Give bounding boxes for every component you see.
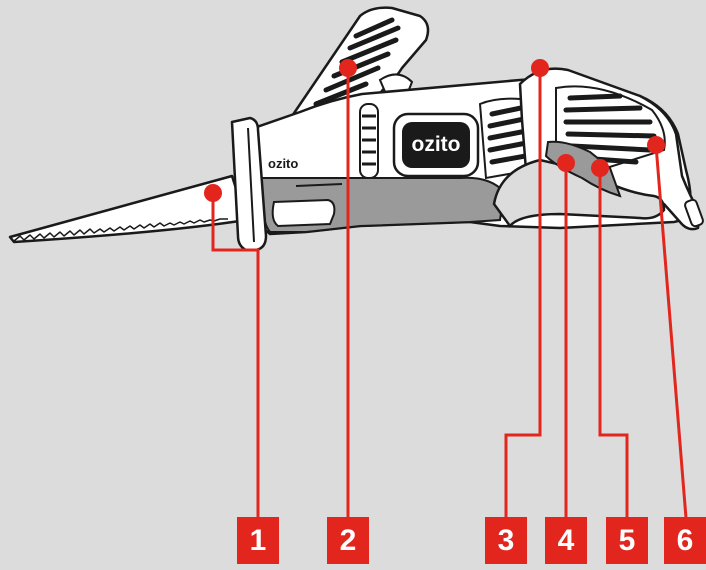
callout-dots	[204, 59, 665, 202]
callout-number-5: 5	[606, 517, 648, 564]
callout-number-4: 4	[545, 517, 587, 564]
callout-dot-5	[591, 159, 609, 177]
brand-plate-text: ozito	[411, 133, 461, 156]
callout-leaders	[211, 68, 688, 519]
callout-dot-2	[339, 59, 357, 77]
callout-dot-1	[204, 184, 222, 202]
callout-dot-3	[531, 59, 549, 77]
brand-mark-small: ozito	[268, 156, 298, 171]
blade-shoe	[230, 116, 268, 252]
callout-number-1: 1	[237, 517, 279, 564]
callout-dot-4	[557, 154, 575, 172]
callout-number-2: 2	[327, 517, 369, 564]
callout-number-3: 3	[485, 517, 527, 564]
callout-dot-6	[647, 136, 665, 154]
callout-number-6: 6	[664, 517, 706, 564]
